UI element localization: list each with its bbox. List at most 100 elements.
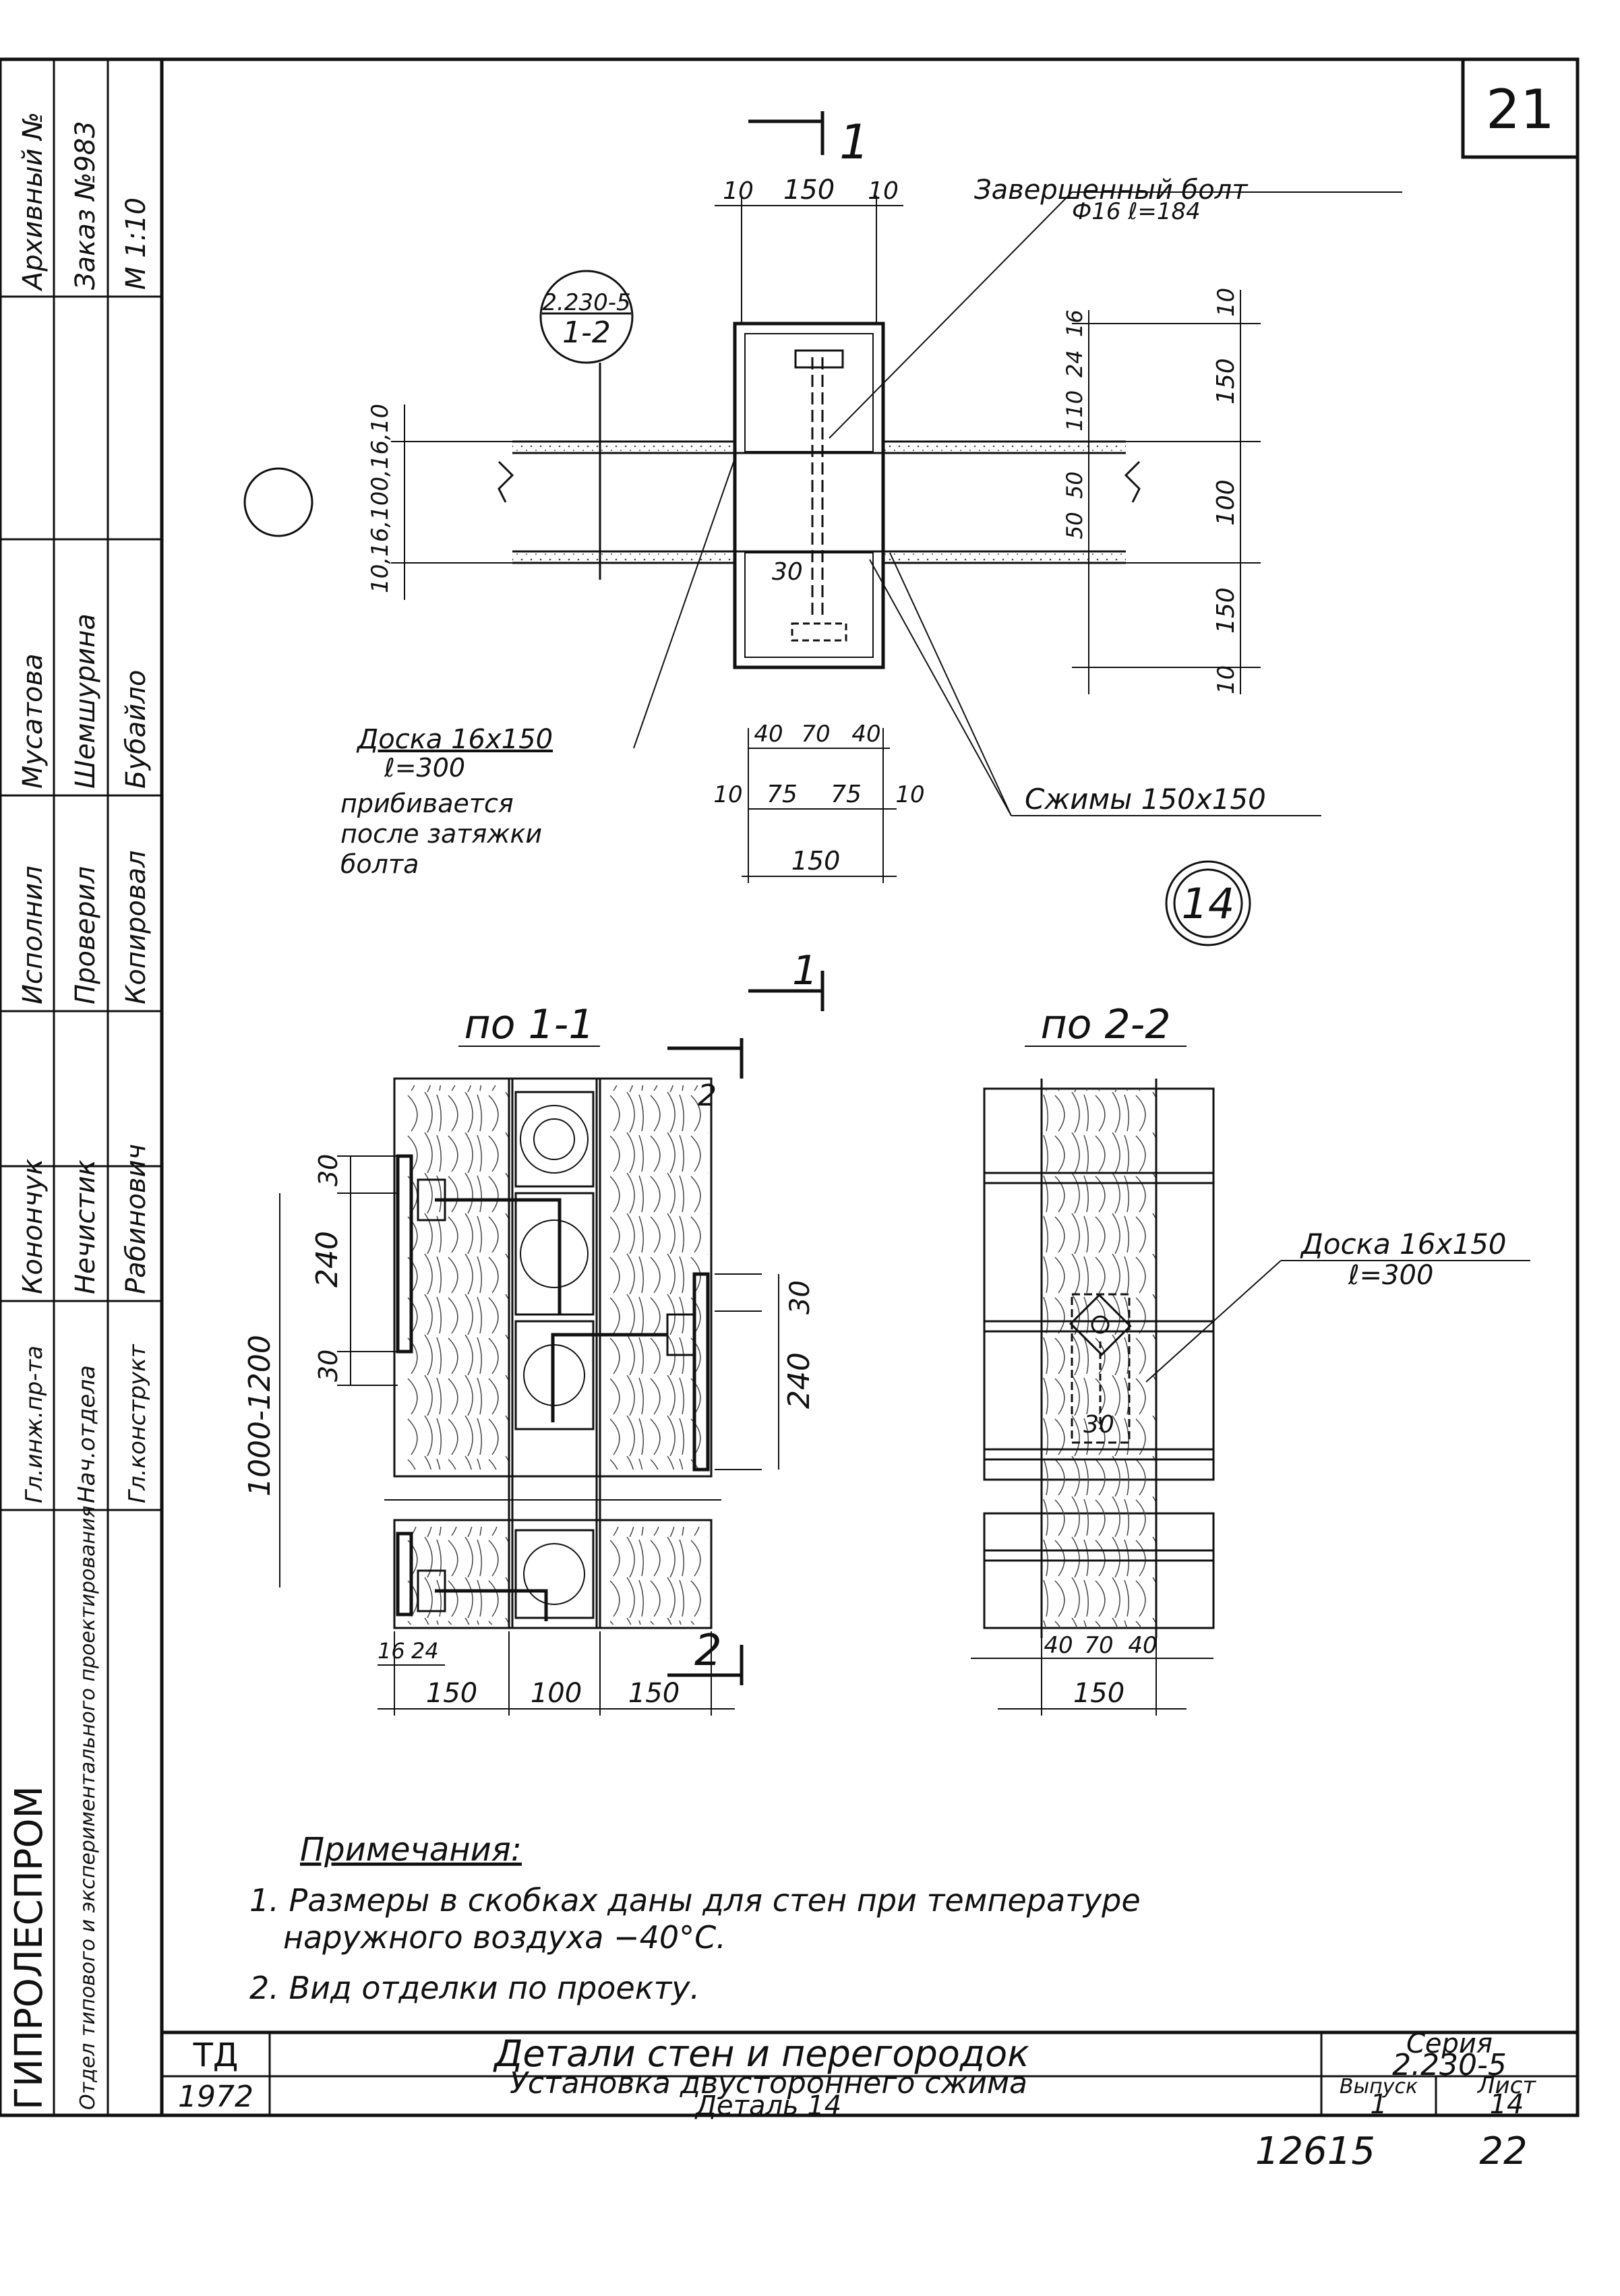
exec-name-1: Мусатова	[18, 653, 49, 789]
note-2: 2. Вид отделки по проекту.	[249, 1970, 700, 2006]
outer-frame	[0, 57, 1580, 2117]
notes-heading: Примечания:	[300, 1831, 522, 1869]
section-22-title: по 2-2	[1040, 1001, 1170, 1048]
sheet-number-box	[1461, 57, 1580, 159]
bottom-dim-1c: 40	[851, 721, 880, 748]
archive-label: Архивный №	[18, 112, 49, 292]
series-label: Серия	[1406, 2028, 1493, 2059]
doc-title: Детали стен и перегородок	[493, 2032, 1029, 2075]
s11-dim-left-3: 30	[313, 1350, 343, 1382]
s22-board-label-2: ℓ=300	[1348, 1260, 1433, 1291]
side-role-3: Гл.конструкт	[124, 1343, 151, 1503]
doc-subtitle-1: Установка двустороннего сжима	[510, 2066, 1027, 2101]
issue-value: 1	[1370, 2089, 1387, 2120]
s11-small-2: 24	[411, 1638, 439, 1664]
bottom-dim-1a: 40	[754, 721, 783, 748]
s22-dim-30: 30	[1083, 1411, 1114, 1439]
s22-bottom-dim-2: 70	[1084, 1632, 1113, 1659]
note-1: 1. Размеры в скобках даны для стен при т…	[249, 1882, 1141, 1919]
bottom-dim-2b: 75	[767, 781, 798, 808]
section-mark-bottom: 1	[792, 947, 818, 994]
bottom-dim-2d: 10	[895, 781, 924, 808]
dept-name: Отдел типового и экспериментального прое…	[76, 1505, 100, 2110]
side-role-2: Нач.отдела	[73, 1365, 100, 1503]
exec-role-2: Проверил	[70, 866, 101, 1004]
sheet-value: 14	[1490, 2089, 1524, 2120]
board-label-1: Доска 16x150	[356, 724, 553, 755]
sheet-label: Лист	[1476, 2072, 1536, 2099]
right-dim-a-3: 110	[1062, 390, 1087, 431]
s11-bottom-dim-1: 150	[426, 1678, 477, 1709]
right-dim-b-4: 150	[1212, 587, 1240, 634]
ref-bottom: 1-2	[562, 315, 611, 350]
series-value: 2.230-5	[1392, 2048, 1507, 2082]
s11-dim-left-1: 30	[313, 1154, 343, 1186]
bottom-dim-2c: 75	[831, 781, 862, 808]
issue-label: Выпуск	[1340, 2075, 1418, 2098]
side-block	[0, 59, 162, 2115]
note-1-cont: наружного воздуха −40°С.	[283, 1919, 726, 1956]
top-dim-2: 150	[783, 175, 835, 206]
doc-code: ТД	[193, 2036, 239, 2074]
bottom-dim-3: 150	[791, 846, 841, 876]
right-dim-a-2: 16	[1062, 309, 1087, 337]
section-mark-top: 1	[839, 115, 870, 170]
s22-bottom-dim-1: 40	[1044, 1632, 1073, 1659]
board-note-3: болта	[340, 849, 419, 879]
detail-number: 14	[1182, 879, 1235, 928]
side-name-3: Рабинович	[121, 1144, 152, 1294]
section-1-1	[279, 1038, 779, 1716]
s11-dim-total: 1000-1200	[243, 1335, 277, 1497]
s22-bottom-total: 150	[1073, 1678, 1124, 1709]
order-number: Заказ №983	[70, 121, 101, 290]
bolt-label-2: Ф16 ℓ=184	[1072, 198, 1201, 225]
board-note-1: прибивается	[340, 789, 514, 818]
s11-bottom-dim-3: 150	[628, 1678, 680, 1709]
s11-bottom-dim-2: 100	[531, 1678, 582, 1709]
right-dim-a-5: 50	[1062, 512, 1087, 539]
right-dim-b-3: 100	[1212, 479, 1240, 526]
top-dim-3: 10	[868, 177, 899, 205]
title-block	[162, 2030, 1578, 2115]
exec-role-1: Исполнил	[18, 866, 49, 1004]
s22-bottom-dim-3: 40	[1128, 1632, 1157, 1659]
exec-name-3: Бубайло	[121, 670, 152, 789]
doc-subtitle-2: Деталь 14	[694, 2090, 841, 2121]
s11-dim-right-1: 30	[785, 1280, 816, 1315]
section-11-mark: 2	[698, 1079, 717, 1113]
board-note-2: после затяжки	[340, 819, 542, 849]
ref-top: 2.230-5	[542, 289, 630, 316]
s11-dim-left-2: 240	[310, 1231, 344, 1288]
side-name-2: Нечистик	[70, 1159, 101, 1294]
right-dim-b-1: 10	[1213, 288, 1240, 317]
right-dim-b-2: 150	[1212, 358, 1240, 404]
right-dim-a-1: 24	[1062, 350, 1087, 377]
right-dim-a-4: 50	[1062, 471, 1087, 499]
left-dims: 10,16,100,16,10	[367, 404, 394, 593]
side-role-1: Гл.инж.пр-та	[21, 1346, 48, 1503]
bolt-label-1: Завершенный болт	[974, 175, 1249, 206]
top-detail	[243, 111, 1402, 1011]
exec-name-2: Шемшурина	[70, 613, 101, 789]
exec-role-3: Копировал	[121, 850, 152, 1004]
scale-label: М 1:10	[121, 198, 152, 290]
dim-30-top: 30	[772, 558, 803, 586]
bottom-dim-1b: 70	[801, 721, 830, 748]
clamp-label: Сжимы 150x150	[1025, 783, 1266, 816]
s22-board-label-1: Доска 16x150	[1300, 1228, 1507, 1261]
sheet-number: 21	[1486, 78, 1555, 141]
s11-small-1: 16	[378, 1638, 405, 1664]
section-2-2	[971, 1046, 1530, 1716]
stamp-number: 12615	[1255, 2129, 1375, 2173]
doc-year: 1972	[178, 2080, 253, 2114]
section-11-title: по 1-1	[464, 1001, 594, 1048]
s11-dim-right-2: 240	[782, 1352, 816, 1409]
footer-page: 22	[1479, 2129, 1527, 2173]
board-label-2: ℓ=300	[384, 753, 465, 783]
top-dim-1: 10	[723, 177, 754, 205]
side-name-1: Конончук	[18, 1159, 49, 1294]
right-dim-b-5: 10	[1213, 665, 1240, 694]
bottom-dim-2a: 10	[713, 781, 742, 808]
